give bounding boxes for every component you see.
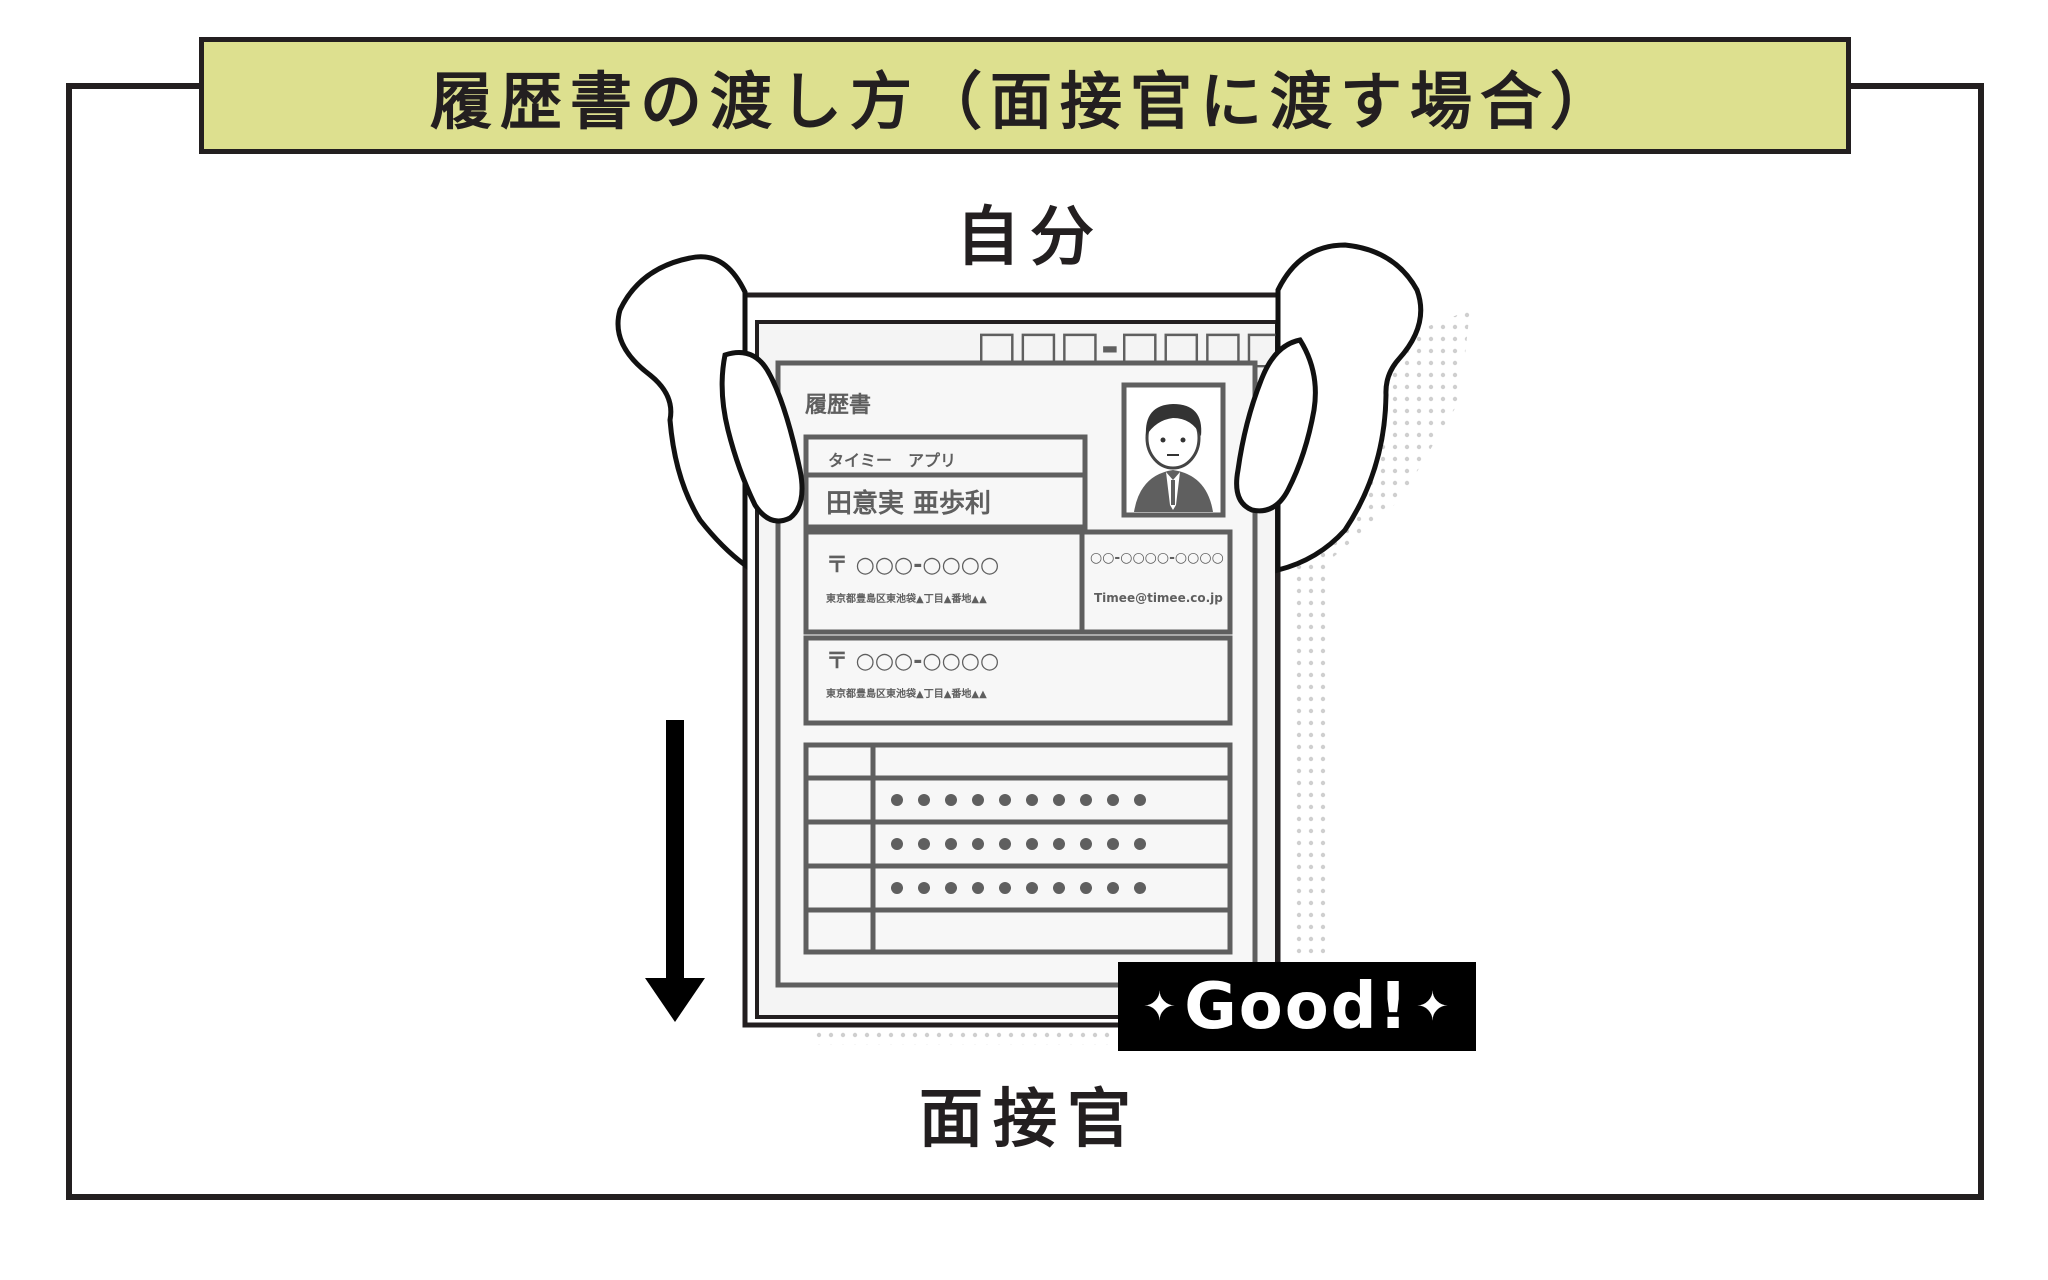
- address2-zip: 〒 ○○○-○○○○: [826, 649, 999, 674]
- phone-number: ○○-○○○○-○○○○: [1090, 550, 1224, 566]
- address1-text: 東京都豊島区東池袋▲丁目▲番地▲▲: [826, 592, 987, 605]
- name-box: [803, 434, 1088, 530]
- dot-shadow-bottom: [815, 1025, 1115, 1045]
- sparkle-icon: ✦: [1415, 983, 1452, 1030]
- sparkle-icon: ✦: [1142, 983, 1179, 1030]
- right-thumb: [1234, 337, 1318, 514]
- good-badge-text: Good!: [1184, 969, 1410, 1044]
- label-self: 自分: [956, 201, 1104, 275]
- label-interviewer: 面接官: [919, 1083, 1141, 1157]
- good-badge: ✦ Good! ✦: [1118, 962, 1476, 1051]
- email-address: Timee@timee.co.jp: [1094, 591, 1223, 605]
- address1-zip: 〒 ○○○-○○○○: [826, 553, 999, 578]
- down-arrow-icon: [645, 720, 705, 1022]
- resume-doc-title: 履歴書: [805, 392, 871, 418]
- left-thumb: [719, 350, 805, 524]
- address-box: [803, 529, 1233, 635]
- address2-box: [803, 635, 1233, 726]
- person-photo-icon: [1134, 404, 1213, 512]
- history-table: [803, 742, 1233, 955]
- furigana: タイミー アプリ: [828, 451, 956, 470]
- right-hand-icon: [1275, 242, 1424, 574]
- address2-text: 東京都豊島区東池袋▲丁目▲番地▲▲: [826, 687, 987, 700]
- page-title: 履歴書の渡し方（面接官に渡す場合）: [199, 37, 1851, 154]
- applicant-name: 田意実 亜歩利: [826, 488, 991, 519]
- left-hand-icon: [615, 254, 748, 570]
